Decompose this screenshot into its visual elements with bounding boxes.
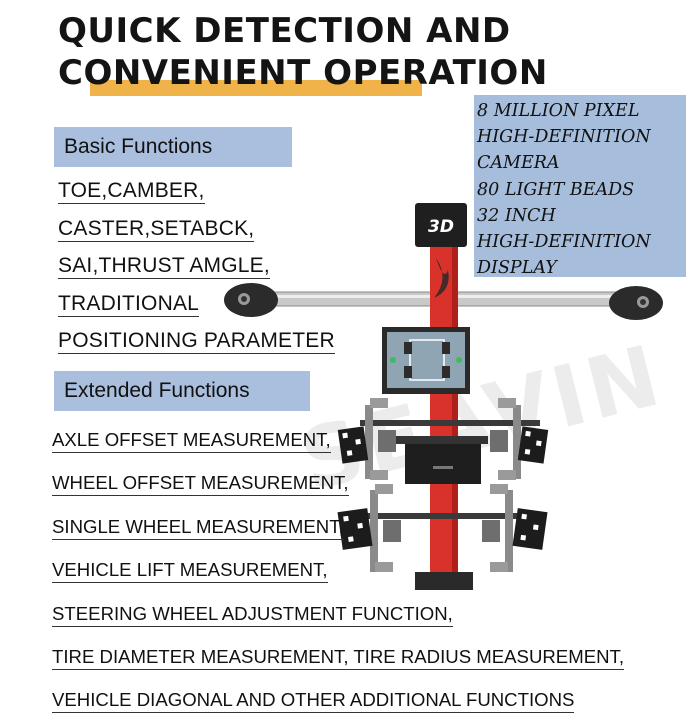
- right-upper-wheel-clamp: [490, 398, 521, 480]
- extended-functions-list: AXLE OFFSET MEASUREMENT, WHEEL OFFSET ME…: [52, 418, 624, 722]
- wheel-aligner-illustration: SEAVIN 3D: [224, 203, 672, 590]
- list-item: SAI,THRUST AMGLE,: [58, 247, 335, 285]
- monitor-screen: [387, 332, 465, 388]
- list-item-text: SAI,THRUST AMGLE,: [58, 254, 270, 279]
- spec-line: 80 LIGHT BEADS: [477, 179, 635, 200]
- right-camera: [609, 286, 663, 320]
- spec-line: 32 INCH: [477, 205, 556, 226]
- list-item-text: STEERING WHEEL ADJUSTMENT FUNCTION,: [52, 602, 453, 627]
- spec-line: HIGH-DEFINITION: [477, 127, 651, 148]
- headline-highlight-bar: [90, 80, 422, 96]
- list-item-text: POSITIONING PARAMETER: [58, 329, 335, 354]
- spec-line: 8 MILLION PIXEL: [477, 101, 640, 121]
- list-item: VEHICLE LIFT MEASUREMENT,: [52, 548, 624, 591]
- list-item-text: CASTER,SETABCK,: [58, 216, 255, 242]
- spec-list: 8 MILLION PIXEL HIGH-DEFINITION CAMERA 8…: [477, 98, 651, 281]
- spec-line: HIGH-DEFINITION: [477, 232, 651, 253]
- 3d-badge-box: [415, 203, 467, 247]
- list-item-text: TOE,CAMBER,: [58, 179, 205, 204]
- lower-target-arm: [350, 513, 546, 519]
- list-item: WHEEL OFFSET MEASUREMENT,: [52, 461, 624, 504]
- list-item: POSITIONING PARAMETER: [58, 322, 335, 360]
- upper-target-arm: [360, 420, 540, 426]
- list-item-text: VEHICLE LIFT MEASUREMENT,: [52, 559, 328, 584]
- list-item: TOE,CAMBER,: [58, 172, 335, 210]
- list-item: AXLE OFFSET MEASUREMENT,: [52, 418, 624, 461]
- list-item: TRADITIONAL: [58, 285, 335, 323]
- headline: QUICK DETECTION AND CONVENIENT OPERATION: [58, 10, 548, 94]
- list-item-text: TRADITIONAL: [58, 291, 200, 317]
- cabinet-drawer: [405, 444, 481, 484]
- left-lower-target-board: [337, 508, 373, 550]
- spec-line: DISPLAY: [477, 258, 557, 279]
- headline-line-2: CONVENIENT OPERATION: [58, 53, 548, 93]
- right-lower-target-board: [512, 508, 548, 550]
- extended-functions-title: Extended Functions: [54, 371, 310, 411]
- spec-line: CAMERA: [477, 153, 560, 174]
- list-item-text: AXLE OFFSET MEASUREMENT,: [52, 429, 331, 453]
- right-upper-target-board: [517, 426, 549, 464]
- basic-functions-title: Basic Functions: [54, 127, 292, 167]
- left-camera: [224, 283, 278, 317]
- list-item-text: SINGLE WHEEL MEASUREMENT,: [52, 515, 344, 540]
- spec-box: [474, 95, 686, 277]
- list-item-text: TIRE DIAMETER MEASUREMENT, TIRE RADIUS M…: [52, 645, 624, 670]
- 3d-badge-text: 3D: [428, 217, 454, 237]
- column-base: [415, 572, 473, 590]
- headline-line-1: QUICK DETECTION AND: [58, 11, 511, 51]
- left-upper-target-board: [337, 426, 369, 464]
- list-item: CASTER,SETABCK,: [58, 210, 335, 248]
- left-lower-wheel-clamp: [370, 484, 401, 572]
- list-item: TIRE DIAMETER MEASUREMENT, TIRE RADIUS M…: [52, 635, 624, 678]
- left-upper-wheel-clamp: [365, 398, 396, 480]
- list-item-text: WHEEL OFFSET MEASUREMENT,: [52, 472, 349, 497]
- list-item-text: VEHICLE DIAGONAL AND OTHER ADDITIONAL FU…: [52, 689, 575, 714]
- right-lower-wheel-clamp: [482, 484, 513, 572]
- cabinet-top: [396, 436, 488, 444]
- list-item: VEHICLE DIAGONAL AND OTHER ADDITIONAL FU…: [52, 678, 624, 721]
- list-item: STEERING WHEEL ADJUSTMENT FUNCTION,: [52, 592, 624, 635]
- list-item: SINGLE WHEEL MEASUREMENT,: [52, 505, 624, 548]
- basic-functions-list: TOE,CAMBER, CASTER,SETABCK, SAI,THRUST A…: [58, 172, 335, 360]
